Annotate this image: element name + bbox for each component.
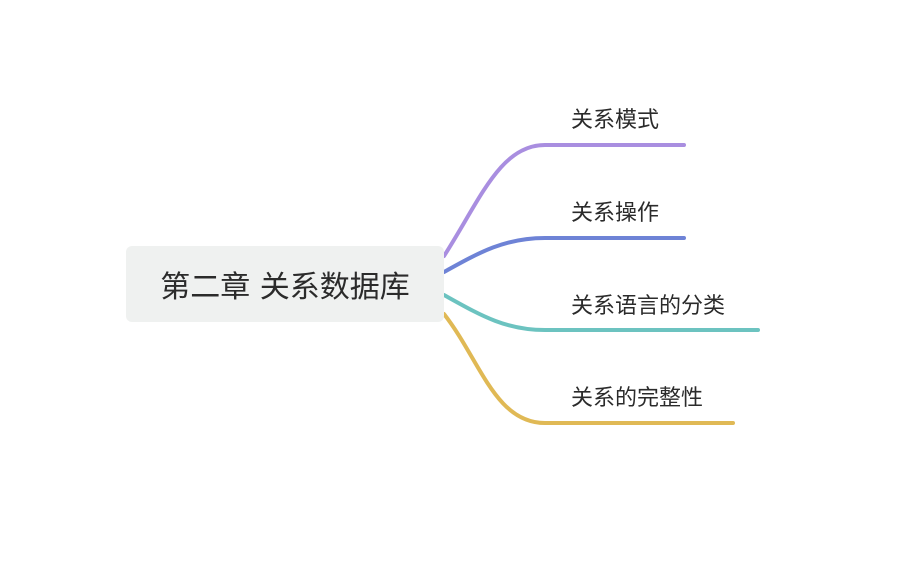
- branch-topic-wanzhengxing[interactable]: 关系的完整性: [571, 386, 704, 411]
- connector-branch-guanxi-caozuo: [442, 236, 686, 274]
- branch-topic-guanxi-caozuo[interactable]: 关系操作: [571, 201, 660, 226]
- root-topic-node[interactable]: 第二章 关系数据库: [126, 246, 444, 322]
- connector-branch-wanzhengxing: [442, 312, 735, 425]
- branch-topic-yuyan-fenlei[interactable]: 关系语言的分类: [571, 294, 726, 319]
- connector-branch-guanxi-moshi: [442, 143, 686, 258]
- root-topic-label: 第二章 关系数据库: [160, 270, 410, 305]
- connector-branch-yuyan-fenlei: [442, 293, 760, 332]
- branch-topic-guanxi-moshi[interactable]: 关系模式: [571, 108, 660, 133]
